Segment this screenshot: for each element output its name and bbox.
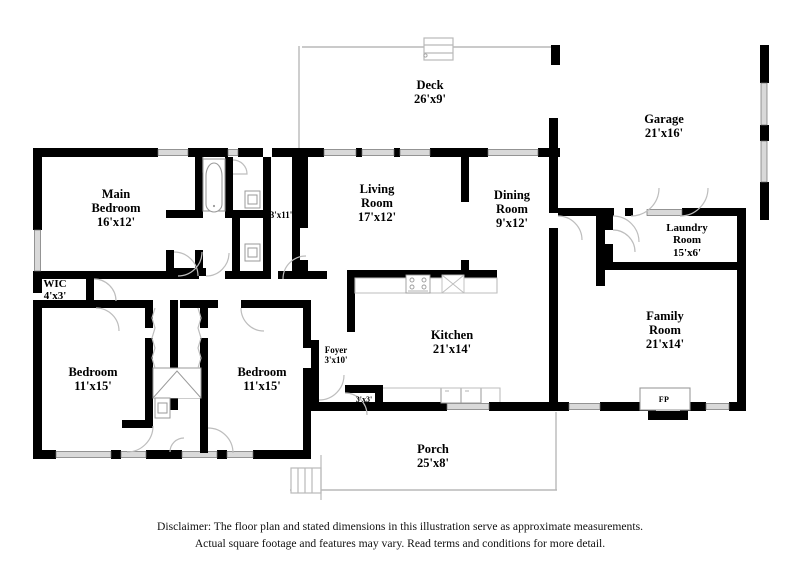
deck-stairs bbox=[423, 37, 454, 61]
disclaimer-line-2: Actual square footage and features may v… bbox=[194, 536, 606, 550]
room-label-deck: Deck 26'x9' bbox=[414, 78, 446, 106]
room-label-foyer: Foyer 3'x10' bbox=[324, 345, 348, 366]
window bbox=[157, 149, 539, 156]
dishwasher bbox=[441, 274, 465, 294]
disclaimer: Disclaimer: The floor plan and stated di… bbox=[0, 519, 800, 553]
room-label-main-bedroom: Main Bedroom 16'x12' bbox=[91, 187, 141, 229]
window bbox=[34, 229, 41, 272]
kitchen-double-sink bbox=[440, 387, 482, 404]
room-label-fireplace: FP bbox=[658, 395, 670, 404]
washer-dryer bbox=[154, 397, 171, 419]
kitchen-counter-lower bbox=[383, 387, 501, 402]
room-label-closet-3x3: 3'x3' bbox=[355, 395, 373, 404]
bathroom-sink bbox=[244, 243, 261, 262]
room-label-garage: Garage 21'x16' bbox=[644, 112, 684, 140]
room-label-bedroom-right: Bedroom 11'x15' bbox=[237, 365, 287, 393]
room-label-kitchen: Kitchen 21'x14' bbox=[430, 328, 474, 356]
room-label-laundry-room: Laundry Room 15'x6' bbox=[666, 222, 708, 259]
room-label-hall-bath: 3'x11' bbox=[269, 210, 293, 220]
deck-outline bbox=[298, 46, 553, 150]
bathroom-sink bbox=[244, 190, 261, 209]
room-label-dining-room: Dining Room 9'x12' bbox=[493, 188, 531, 230]
fireplace-outline bbox=[639, 387, 691, 411]
window bbox=[446, 403, 490, 410]
room-label-bedroom-left: Bedroom 11'x15' bbox=[68, 365, 118, 393]
closet-doors bbox=[151, 307, 202, 369]
garage-door-opening bbox=[760, 82, 768, 183]
room-label-wic: WIC 4'x3' bbox=[43, 278, 67, 303]
walls bbox=[33, 45, 769, 459]
window bbox=[568, 403, 730, 410]
linen-closet-shelving bbox=[152, 367, 202, 399]
porch-outline bbox=[290, 412, 557, 491]
bathtub bbox=[202, 158, 226, 213]
window bbox=[646, 209, 683, 216]
room-label-porch: Porch 25'x8' bbox=[417, 442, 449, 470]
disclaimer-line-1: Disclaimer: The floor plan and stated di… bbox=[157, 520, 643, 533]
room-label-living-room: Living Room 17'x12' bbox=[357, 182, 397, 224]
room-label-family-room: Family Room 21'x14' bbox=[645, 309, 685, 351]
porch-stairs bbox=[290, 455, 322, 500]
door-swings bbox=[93, 157, 709, 454]
kitchen-stove bbox=[405, 274, 431, 294]
